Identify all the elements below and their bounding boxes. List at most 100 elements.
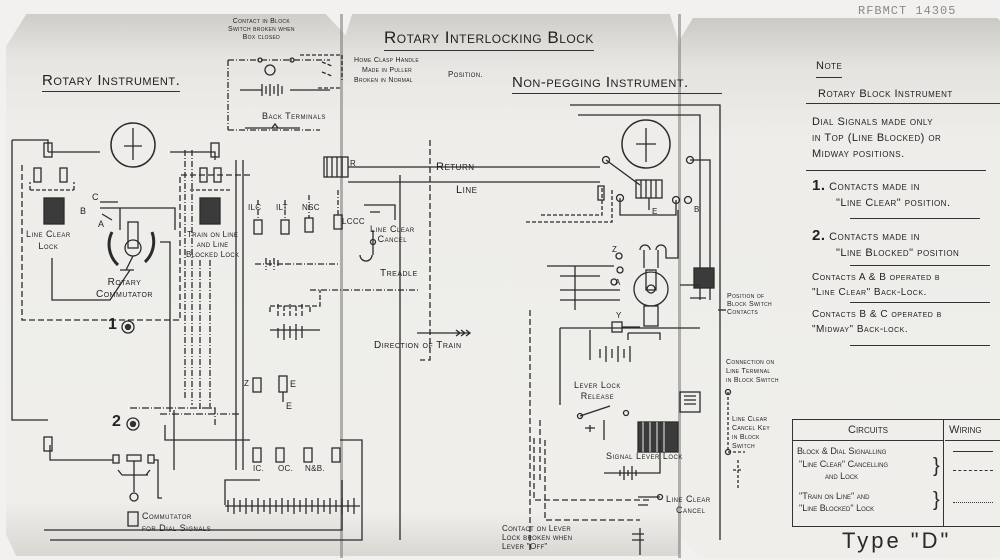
label-line: Switch broken when [228,26,295,33]
label-line: Position of [727,293,765,300]
label-line: Broken in Normal [354,77,413,84]
note-item-bc: Contacts B & C operated b "Midway" Back-… [812,307,942,337]
terminal-ic-label: IC. [253,464,265,473]
return-label: Return [436,161,475,173]
earth-label: E [286,401,293,411]
contact-z-label: Z [612,245,618,254]
label-line: Contacts [727,309,758,316]
brace-icon: } [933,489,940,511]
wiring-dash-dot [953,502,993,503]
label-line: Line Clear [732,416,768,423]
label-line: Train on Line [187,230,239,239]
handle-note-label: Home Clasp Handle Made in Puller Broken … [354,56,419,86]
line-clear-cancel-label: Line Clear Cancel [370,224,415,244]
position-label: Position. [448,70,483,79]
label-line: in Block Switch [726,377,779,384]
direction-of-train-label: Direction of Train [374,340,462,351]
terminal-nb-label: N&B. [305,464,325,473]
note-item-2: 2. Contacts made in "Line Blocked" posit… [812,228,959,261]
brace-icon: } [933,455,940,477]
rotary-commutator [51,201,176,340]
rotary-commutator-label: Rotary Commutator [96,277,153,301]
note-item-dial-signals: Dial Signals made only in Top (Line Bloc… [812,114,941,162]
relay-nsc-label: NSC [302,203,320,212]
circuits-header: Circuits [793,420,944,441]
label-line: Commutator [142,511,192,521]
non-pegging-dial-indicator [621,119,671,169]
rotary-instrument-heading: Rotary Instrument. [42,72,181,92]
label-line: Lock broken when [502,533,573,542]
dial-commutator-label: Commutator for Dial Signals [142,510,211,534]
label-line: Release [580,391,615,401]
divider [806,170,986,171]
label-line: Line Clear [370,224,415,234]
note-line: "Line Clear" position. [836,197,951,209]
terminal-oc-label: OC. [278,464,294,473]
note-line: Contacts made in [829,181,920,193]
line-clear-cancel-key-label: Line Clear Cancel Key in Block Switch [732,415,770,451]
circuit-label: and Lock [825,471,859,481]
label-line: Contact on Lever [502,524,572,533]
circuit-row: Block & Dial Signalling [797,445,886,457]
position-1-label: 1 [108,316,118,333]
document-title: Rotary Interlocking Block [384,28,594,51]
contact-block-switch-label: Contact in Block Switch broken when Box … [228,18,295,42]
relay-lccc-label: LCCC [342,217,365,226]
note-item-1: 1. Contacts made in "Line Clear" positio… [812,178,951,211]
label-line: Made in Puller [362,67,412,74]
note-title: Note [816,58,843,78]
line-clear-lock-label: Line Clear Lock [26,228,71,252]
note-number: 1. [812,177,826,194]
archive-stamp: RFBMCT 14305 [858,4,957,18]
label-line: Contact in Block [232,18,290,25]
label-line: Line Terminal [726,368,771,375]
label-line: and Line [196,240,229,249]
fold-line [678,14,681,558]
circuit-label: "Line Blocked" Lock [799,503,875,513]
line-label: Line [456,184,478,196]
divider [850,218,980,219]
label-line: Home Clasp Handle [354,57,420,64]
position-block-switch-label: Position of Block Switch Contacts [727,293,772,317]
signal-lever-lock-label: Signal Lever Lock [606,451,683,461]
label-line: Box closed [242,34,281,41]
label-line: Connection on [726,359,775,366]
fold-line [340,14,343,558]
contact-b-label: B [694,205,700,214]
centre-panel [342,14,680,556]
note-line: Contacts made in [829,231,920,243]
note-subtitle: Rotary Block Instrument [806,86,1000,104]
relay-ilt-label: ILT [276,203,288,212]
divider [850,265,990,266]
label-line: Cancel [377,234,408,244]
label-line: Blocked Lock [186,250,240,259]
label-line: Commutator [96,289,153,300]
wiring-solid [953,451,993,452]
divider [850,345,990,346]
train-on-line-lock-label: Train on Line and Line Blocked Lock [186,230,239,260]
contact-y-label: Y [616,311,622,320]
note-line: Contacts B & C operated b [812,309,942,320]
line-clear-lock-coil [29,167,75,225]
label-line: Rotary [107,277,142,288]
contact-b-label: B [80,206,87,216]
circuits-table: Circuits Wiring Block & Dial Signalling … [792,419,1000,527]
connection-line-terminal-label: Connection on Line Terminal in Block Swi… [726,358,779,385]
type-label: Type "D" [842,528,952,553]
contact-on-lever-lock-label: Contact on Lever Lock broken when Lever … [502,524,572,551]
np-line-clear-cancel-label: Line Clear Cancel [666,494,711,516]
relay-r-label: R [350,159,357,168]
note-line: in Top (Line Blocked) or [812,132,942,144]
contact-a-label: A [615,278,621,287]
note-item-ab: Contacts A & B operated b "Line Clear" B… [812,270,940,300]
note-line: "Midway" Back-lock. [812,324,909,335]
contact-c-label: C [92,192,99,202]
right-panel [680,18,1000,558]
circuit-row: "Train on Line" and "Line Blocked" Lock [797,490,874,514]
label-line: for Dial Signals [142,523,212,533]
note-line: "Line Blocked" position [836,247,960,259]
dial-commutator [49,425,250,527]
label-line: Line Clear [26,229,71,239]
column-divider [943,440,945,526]
